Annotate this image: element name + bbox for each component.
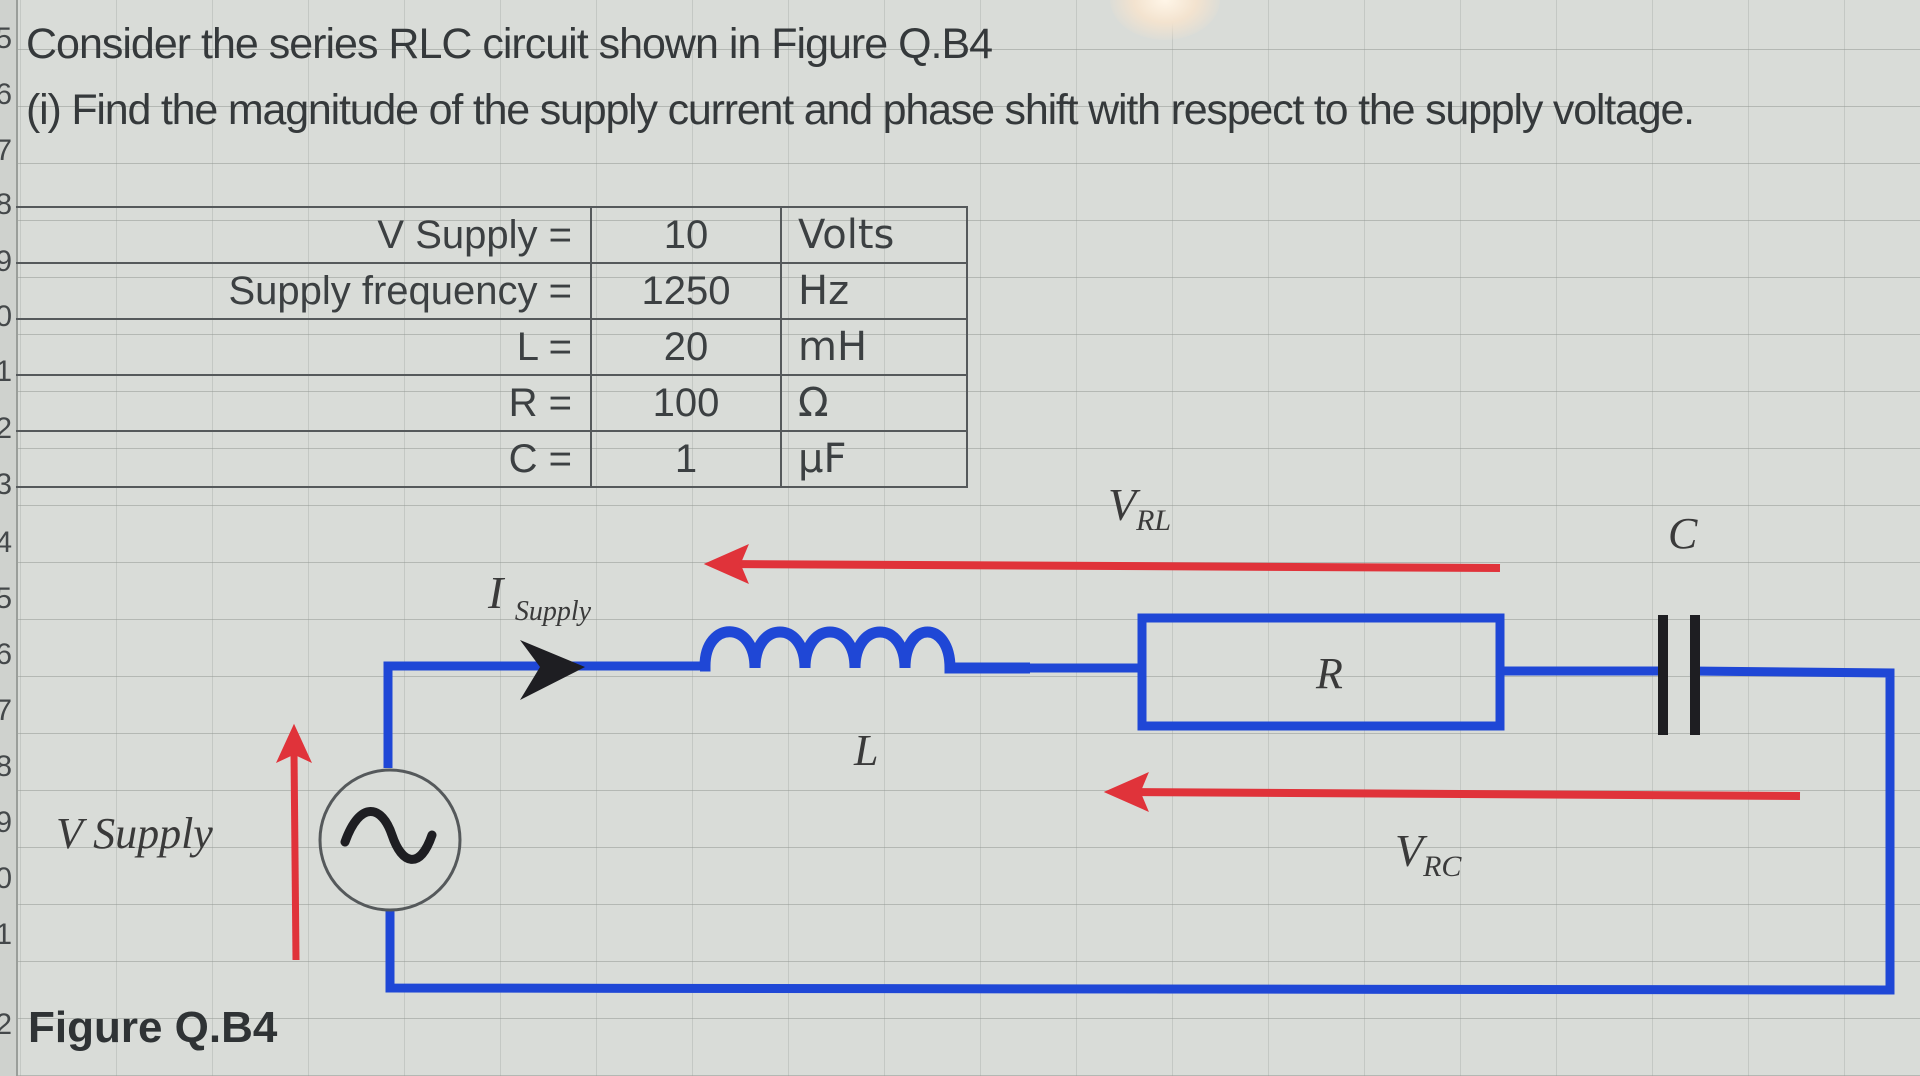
- table-row: Supply frequency = 1250 Hz: [16, 262, 968, 320]
- row-number[interactable]: 5: [0, 582, 12, 615]
- capacitor-plate-left: [1658, 615, 1668, 735]
- table-row: C = 1 μF: [16, 430, 968, 488]
- param-label[interactable]: Supply frequency =: [16, 262, 592, 320]
- resistor-label: R: [1316, 649, 1343, 698]
- question-part-i: (i) Find the magnitude of the supply cur…: [26, 86, 1695, 134]
- row-number[interactable]: 5: [0, 22, 12, 55]
- resistor-box: [1137, 613, 1505, 731]
- param-value[interactable]: 1250: [590, 262, 782, 320]
- param-value[interactable]: 100: [590, 374, 782, 432]
- circuit-wires: [383, 661, 1895, 995]
- param-label[interactable]: C =: [16, 430, 592, 488]
- row-number[interactable]: 2: [0, 412, 12, 445]
- row-number[interactable]: 9: [0, 806, 12, 839]
- param-unit[interactable]: μF: [780, 430, 968, 488]
- row-number[interactable]: 6: [0, 638, 12, 671]
- row-number[interactable]: 0: [0, 862, 12, 895]
- i-supply-symbol: I: [488, 567, 504, 618]
- v-rl-symbol: V: [1108, 479, 1137, 530]
- v-rc-subscript: RC: [1423, 850, 1462, 884]
- param-label[interactable]: V Supply =: [16, 206, 592, 264]
- param-label[interactable]: L =: [16, 318, 592, 376]
- v-supply-label: V Supply: [56, 809, 213, 858]
- v-rc-symbol: V: [1395, 825, 1424, 876]
- v-rc-label: VRC: [1395, 824, 1461, 884]
- param-value[interactable]: 1: [590, 430, 782, 488]
- row-number[interactable]: 2: [0, 1008, 12, 1041]
- current-arrow-icon: [520, 640, 585, 700]
- voltage-arrows: [275, 544, 1801, 961]
- row-number[interactable]: 8: [0, 750, 12, 783]
- figure-caption: Figure Q.B4: [28, 1003, 278, 1052]
- i-supply-label: I Supply: [488, 566, 591, 627]
- param-unit[interactable]: Hz: [780, 262, 968, 320]
- table-row: L = 20 mH: [16, 318, 968, 376]
- row-number[interactable]: 4: [0, 526, 12, 559]
- row-number[interactable]: 3: [0, 468, 12, 501]
- table-row: R = 100 Ω: [16, 374, 968, 432]
- ac-source-icon: [318, 768, 462, 912]
- param-value[interactable]: 20: [590, 318, 782, 376]
- v-rl-subscript: RL: [1136, 504, 1172, 538]
- row-number-column: 5 6 7 8 9 0 1 2 3 4 5 6 7 8 9 0 1 2: [0, 0, 18, 1076]
- question-title: Consider the series RLC circuit shown in…: [26, 20, 993, 68]
- row-number[interactable]: 7: [0, 694, 12, 727]
- inductor-label: L: [854, 726, 879, 775]
- row-number[interactable]: 1: [0, 918, 12, 951]
- i-supply-subscript: Supply: [514, 596, 592, 627]
- inductor-coil: [699, 626, 1030, 674]
- capacitor-label: C: [1668, 509, 1698, 558]
- row-number[interactable]: 1: [0, 355, 12, 388]
- table-row: V Supply = 10 Volts: [16, 206, 968, 264]
- row-number[interactable]: 7: [0, 134, 12, 167]
- param-unit[interactable]: mH: [780, 318, 968, 376]
- param-unit[interactable]: Volts: [780, 206, 968, 264]
- v-rl-label: VRL: [1108, 478, 1171, 538]
- row-number[interactable]: 0: [0, 300, 12, 333]
- parameters-table: V Supply = 10 Volts Supply frequency = 1…: [16, 206, 968, 488]
- param-value[interactable]: 10: [590, 206, 782, 264]
- row-number[interactable]: 8: [0, 188, 12, 221]
- param-label[interactable]: R =: [16, 374, 592, 432]
- param-unit[interactable]: Ω: [780, 374, 968, 432]
- row-number[interactable]: 6: [0, 78, 12, 111]
- row-number[interactable]: 9: [0, 245, 12, 278]
- capacitor-plate-right: [1690, 615, 1700, 735]
